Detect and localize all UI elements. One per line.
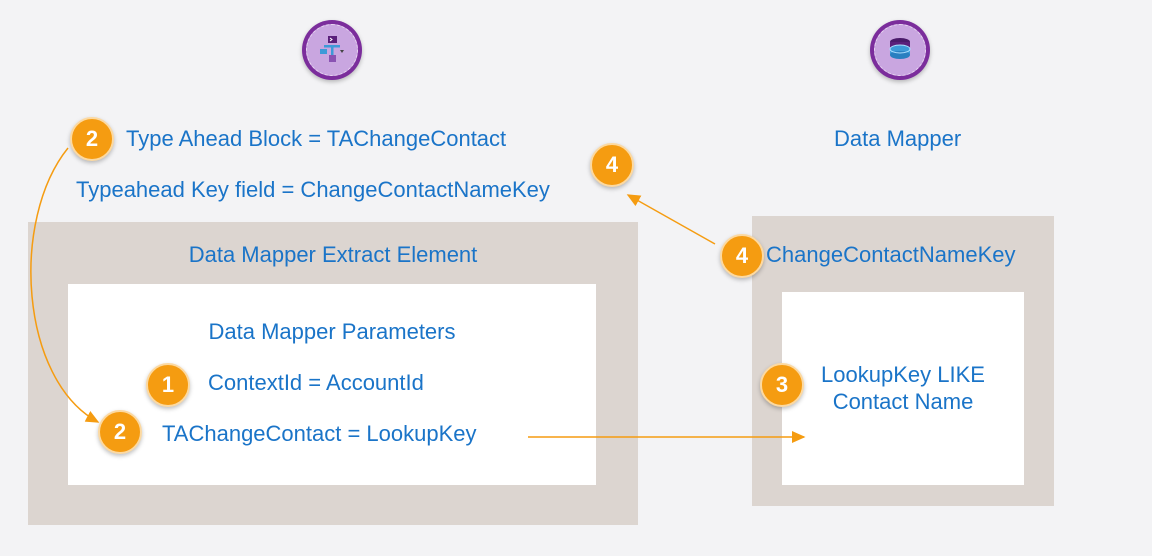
arrow-key-to-field	[626, 194, 716, 245]
step-3-badge: 3	[760, 363, 804, 407]
step-4-badge-top: 4	[590, 143, 634, 187]
typeahead-key-field-label: Typeahead Key field = ChangeContactNameK…	[76, 177, 550, 202]
lookup-condition-line-1: LookupKey LIKE	[821, 362, 985, 387]
lookup-condition-line-2: Contact Name	[832, 389, 974, 414]
arrow-2-to-2	[30, 147, 100, 423]
step-1-badge: 1	[146, 363, 190, 407]
param-context-id: ContextId = AccountId	[208, 370, 424, 395]
extract-element-title: Data Mapper Extract Element	[188, 242, 478, 267]
parameters-title: Data Mapper Parameters	[208, 319, 456, 344]
type-ahead-block-label: Type Ahead Block = TAChangeContact	[126, 126, 507, 151]
change-contact-name-key-title: ChangeContactNameKey	[766, 242, 1016, 267]
database-icon	[870, 20, 930, 80]
step-2-badge-bottom: 2	[98, 410, 142, 454]
lookup-card	[782, 292, 1024, 485]
step-2-badge-top: 2	[70, 117, 114, 161]
data-mapper-title: Data Mapper	[834, 126, 962, 151]
omniscript-icon	[302, 20, 362, 80]
param-tachangecontact: TAChangeContact = LookupKey	[162, 421, 477, 446]
step-4-badge-right: 4	[720, 234, 764, 278]
